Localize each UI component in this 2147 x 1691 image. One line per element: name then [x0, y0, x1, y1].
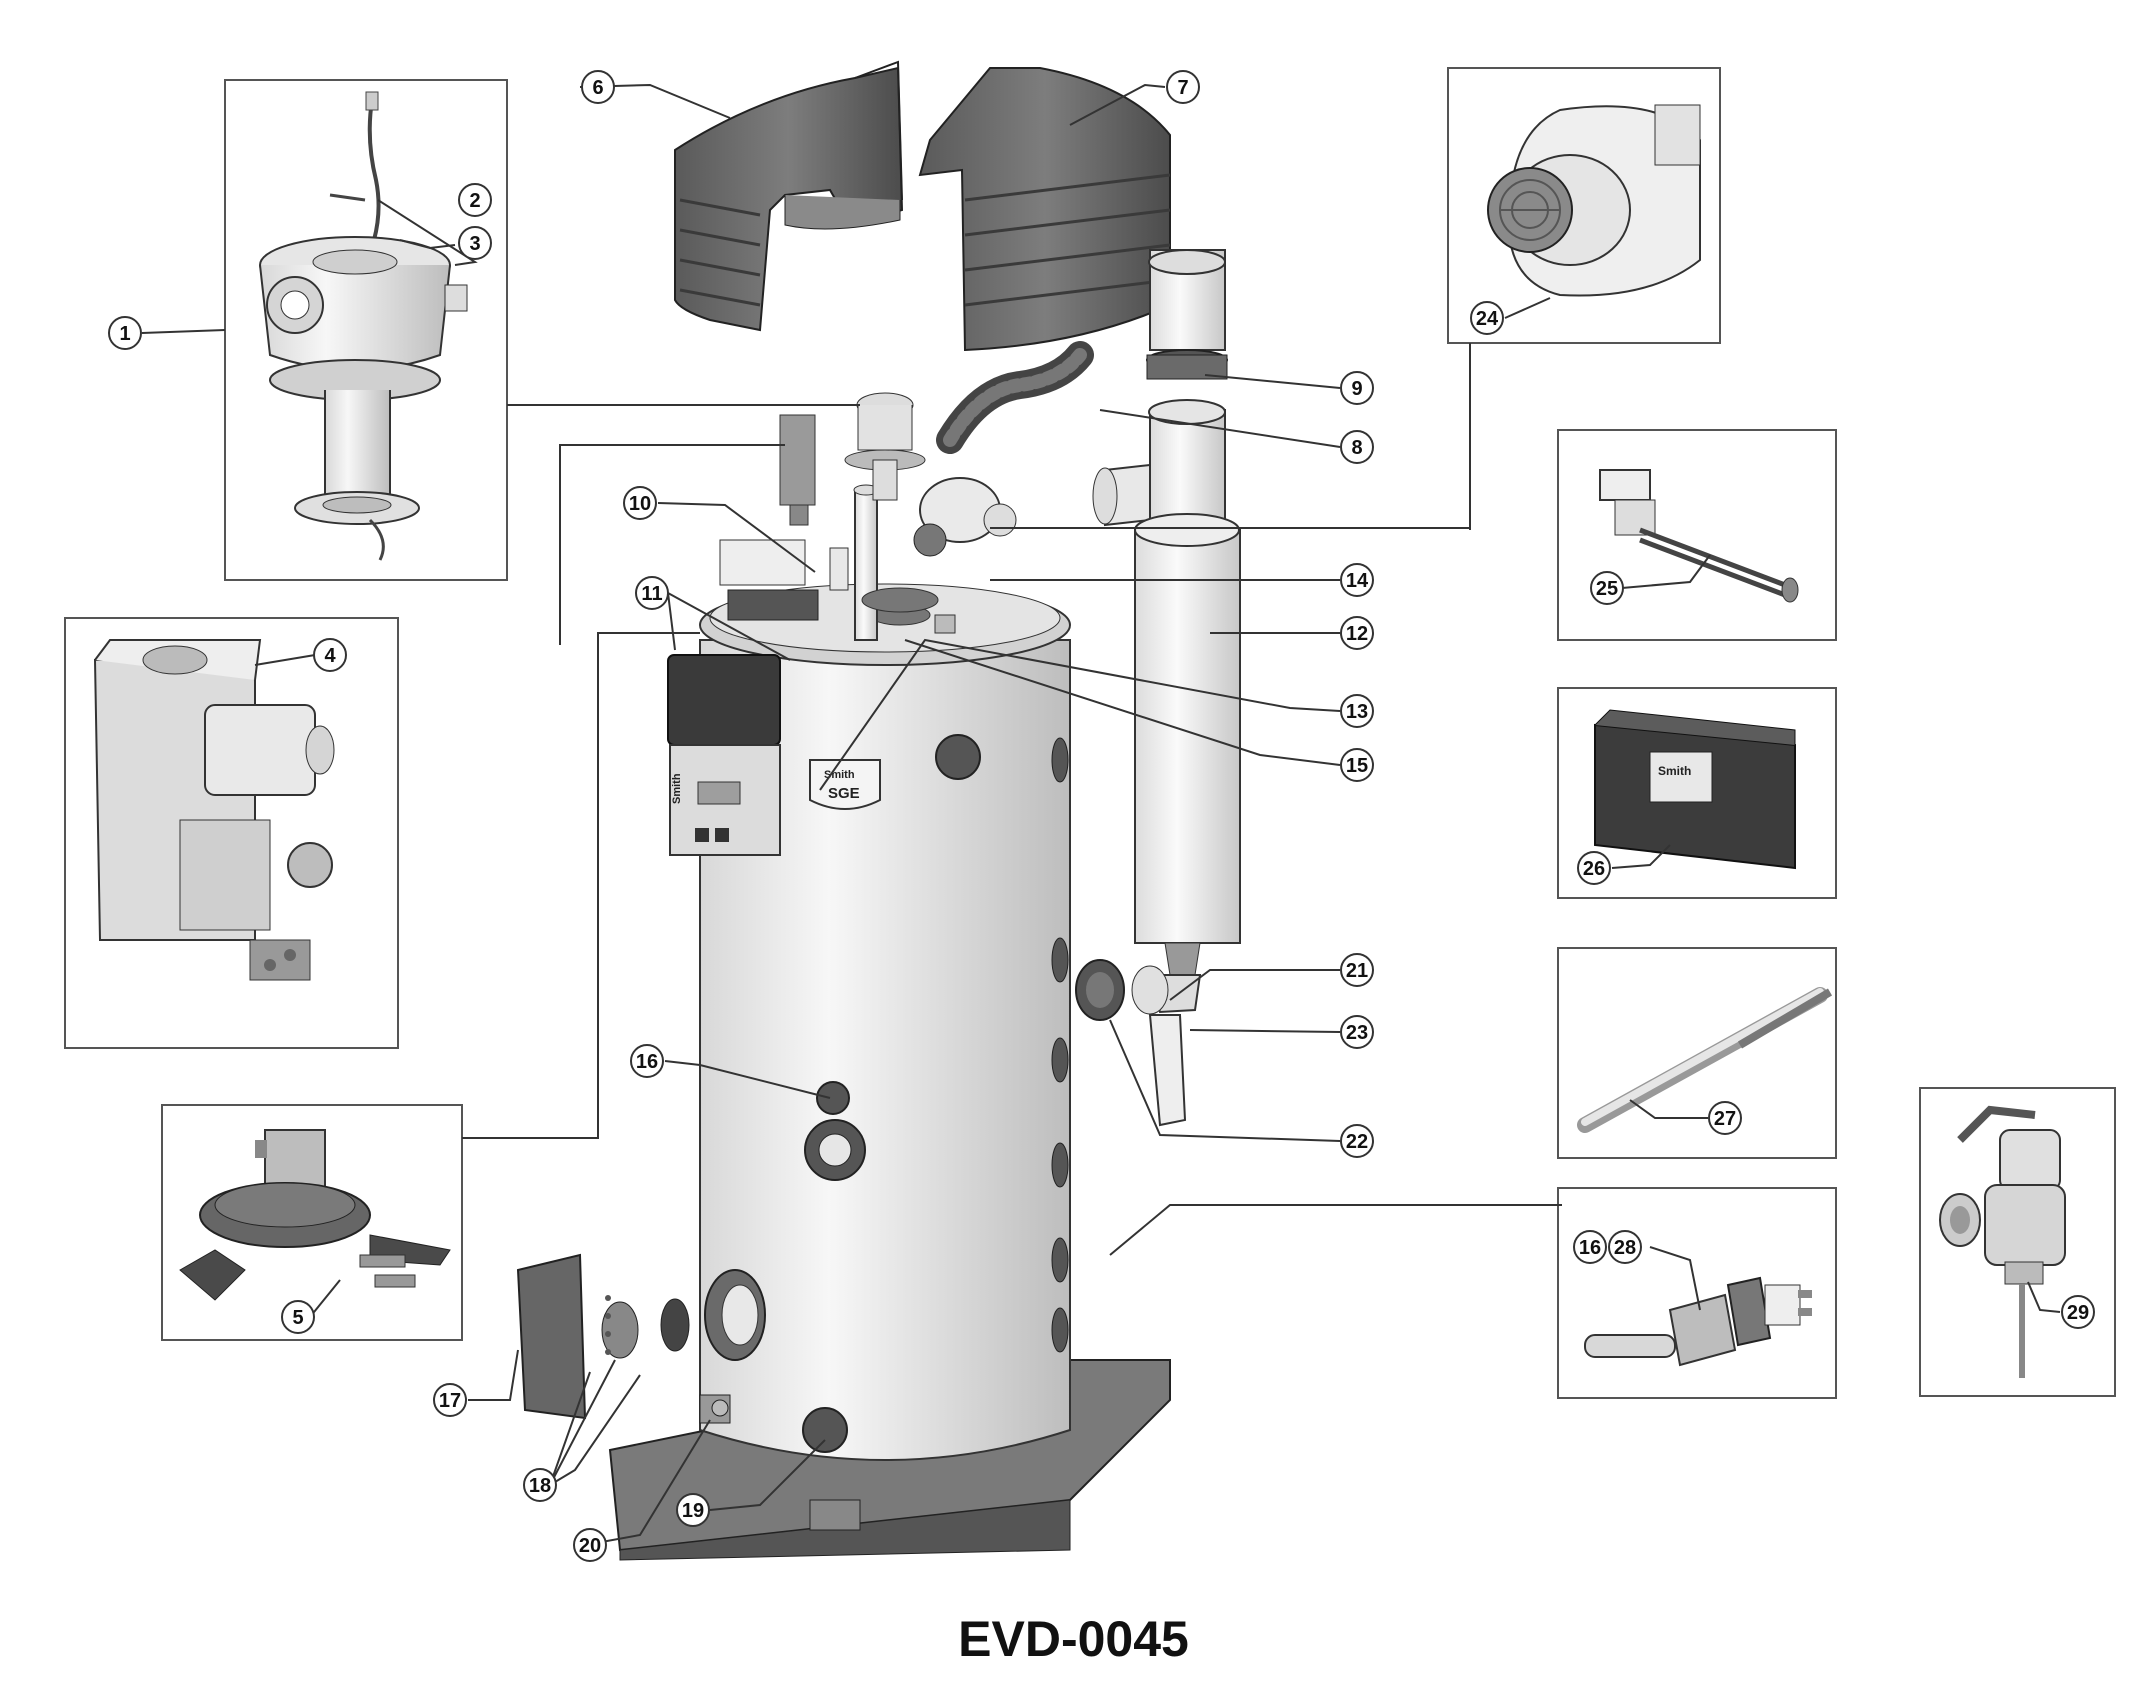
svg-text:20: 20	[579, 1535, 601, 1557]
svg-text:22: 22	[1346, 1131, 1368, 1153]
gas-valve-illustration	[93, 639, 335, 981]
callout-7: 7	[1166, 70, 1200, 104]
detail-box-gas-valve	[64, 617, 399, 1049]
svg-text:16: 16	[636, 1051, 658, 1073]
svg-text:24: 24	[1476, 308, 1499, 330]
callout-8: 8	[1340, 430, 1374, 464]
svg-text:21: 21	[1346, 960, 1368, 982]
svg-text:23: 23	[1346, 1022, 1368, 1044]
callout-25: 25	[1590, 571, 1624, 605]
callout-19: 19	[676, 1493, 710, 1527]
cover-brand-label: Smith	[1658, 764, 1691, 778]
svg-text:28: 28	[1614, 1237, 1636, 1259]
callout-22: 22	[1340, 1124, 1374, 1158]
top-cover-right-half	[918, 67, 1171, 352]
control-cover-illustration: Smith	[1594, 709, 1796, 870]
relief-valve-illustration	[1939, 1105, 2066, 1378]
callout-2: 2	[458, 183, 492, 217]
svg-text:27: 27	[1714, 1108, 1736, 1130]
svg-text:13: 13	[1346, 701, 1368, 723]
svg-text:5: 5	[292, 1307, 303, 1329]
burner-assembly-illustration	[259, 91, 468, 561]
callout-15: 15	[1340, 748, 1374, 782]
detail-box-relief-valve	[1919, 1087, 2116, 1397]
callout-18: 18	[523, 1468, 557, 1502]
top-cover-left-half	[674, 60, 904, 332]
svg-text:2: 2	[469, 190, 480, 212]
callout-12: 12	[1340, 616, 1374, 650]
callout-21: 21	[1340, 953, 1374, 987]
svg-text:6: 6	[592, 77, 603, 99]
detail-box-burner	[224, 79, 508, 581]
callout-24: 24	[1470, 301, 1504, 335]
callout-16: 16	[630, 1044, 664, 1078]
svg-text:10: 10	[629, 493, 651, 515]
svg-text:19: 19	[682, 1500, 704, 1522]
svg-text:14: 14	[1346, 570, 1369, 592]
callout-26: 26	[1577, 851, 1611, 885]
detail-box-blower	[1447, 67, 1721, 344]
detail-box-control-cover: Smith	[1557, 687, 1837, 899]
svg-text:1: 1	[119, 323, 130, 345]
svg-text:7: 7	[1177, 77, 1188, 99]
flexible-intake-hose	[936, 341, 1094, 454]
detail-box-sensor-rod	[1557, 947, 1837, 1159]
svg-text:16: 16	[1579, 1237, 1601, 1259]
callout-20: 20	[573, 1528, 607, 1562]
callout-23: 23	[1340, 1015, 1374, 1049]
control-brand-label: Smith	[671, 773, 683, 804]
callout-4: 4	[313, 638, 347, 672]
callout-28: 28	[1608, 1230, 1642, 1264]
callout-29: 29	[2061, 1295, 2095, 1329]
callout-6: 6	[581, 70, 615, 104]
callouts: 1 2 3 4 5 6 7 8 9 10 11 12 13 14 15 16 1…	[108, 70, 2095, 1562]
svg-text:17: 17	[439, 1390, 461, 1412]
pressure-switch-illustration	[179, 1129, 451, 1301]
svg-text:4: 4	[324, 645, 336, 667]
callout-1: 1	[108, 316, 142, 350]
temperature-sensor-illustration	[1584, 1276, 1812, 1367]
callout-5: 5	[281, 1300, 315, 1334]
sensor-rod-illustration	[1577, 987, 1833, 1133]
callout-9: 9	[1340, 371, 1374, 405]
svg-text:8: 8	[1351, 437, 1362, 459]
svg-text:29: 29	[2067, 1302, 2089, 1324]
detail-box-temperature-sensor	[1557, 1187, 1837, 1399]
svg-text:15: 15	[1346, 755, 1368, 777]
callout-16-sensor: 16	[1573, 1230, 1607, 1264]
callout-13: 13	[1340, 694, 1374, 728]
svg-text:12: 12	[1346, 623, 1368, 645]
figure-id-caption: EVD-0045	[958, 1611, 1189, 1667]
svg-text:25: 25	[1596, 578, 1618, 600]
water-heater-tank: Smith SGE Smith	[516, 392, 1171, 1561]
callout-14: 14	[1340, 563, 1374, 597]
blower-illustration	[1487, 104, 1701, 297]
svg-text:26: 26	[1583, 858, 1605, 880]
callout-10: 10	[623, 486, 657, 520]
vent-pipe-assembly	[1075, 249, 1241, 1127]
callout-17: 17	[433, 1383, 467, 1417]
detail-box-pressure-switch	[161, 1104, 463, 1341]
callout-27: 27	[1708, 1101, 1742, 1135]
igniter-illustration	[1599, 469, 1799, 603]
svg-text:11: 11	[641, 583, 662, 605]
detail-box-igniter	[1557, 429, 1837, 641]
callout-11: 11	[635, 576, 669, 610]
svg-text:9: 9	[1351, 378, 1362, 400]
svg-text:3: 3	[469, 233, 480, 255]
svg-text:18: 18	[529, 1475, 551, 1497]
tank-badge-model: SGE	[828, 785, 860, 802]
callout-3: 3	[458, 226, 492, 260]
